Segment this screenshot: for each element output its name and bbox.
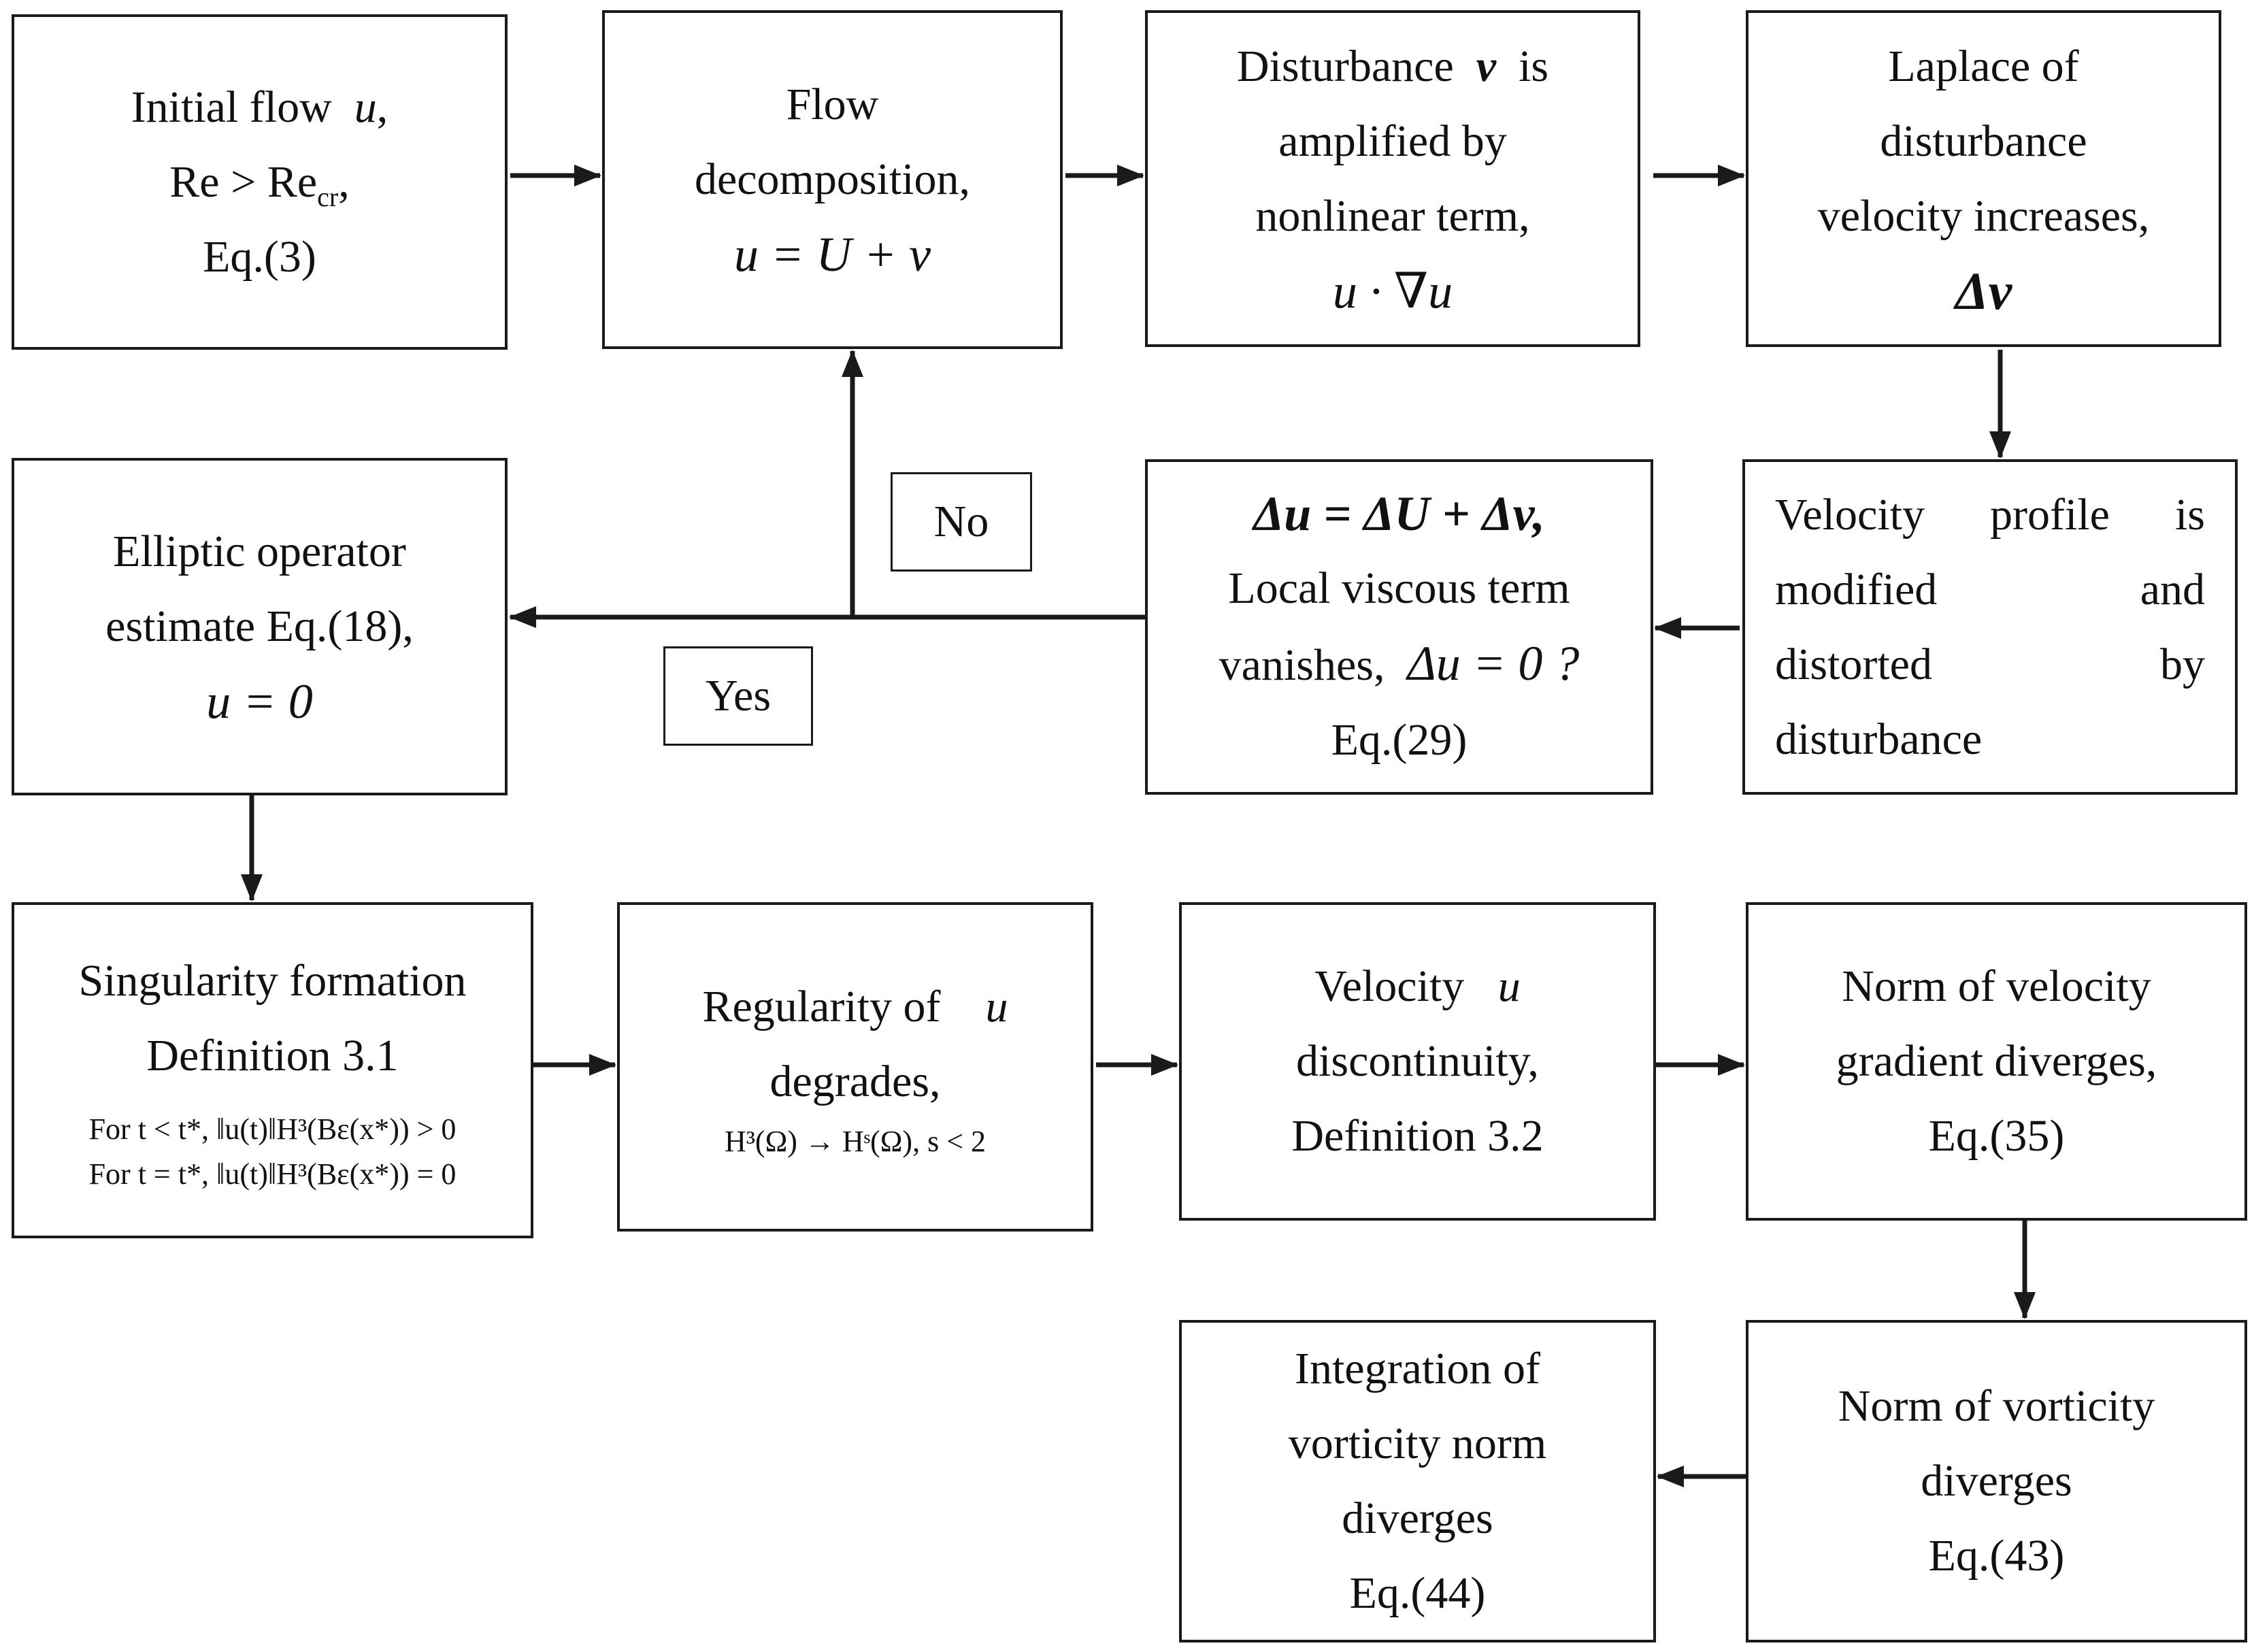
velocity-profile-l3: distorted by xyxy=(1775,639,2205,689)
singularity-l2: Definition 3.1 xyxy=(146,1031,399,1080)
local-viscous-eqref: Eq.(29) xyxy=(1331,715,1468,765)
regularity-text: Regularity of xyxy=(702,982,941,1031)
disturbance-l2: amplified by xyxy=(1278,116,1507,166)
flow-decomp-eq: u = U + v xyxy=(733,227,931,282)
vorticity-integration-l1: Integration of xyxy=(1294,1344,1541,1393)
box-initial-flow: Initial flow u, Re > Recr, Eq.(3) xyxy=(12,14,508,350)
singularity-cond1: For t < t*, ‖u(t)‖H³(Bε(x*)) > 0 xyxy=(88,1112,457,1146)
box-laplace: Laplace of disturbance velocity increase… xyxy=(1746,10,2221,347)
discontinuity-l3: Definition 3.2 xyxy=(1291,1111,1544,1161)
box-gradient-norm: Norm of velocity gradient diverges, Eq.(… xyxy=(1746,902,2247,1221)
box-singularity: Singularity formation Definition 3.1 For… xyxy=(12,902,533,1238)
elliptic-eq: u = 0 xyxy=(206,674,313,729)
initial-flow-text: Initial flow xyxy=(131,82,332,132)
local-viscous-vanishes: vanishes, xyxy=(1219,640,1385,690)
elliptic-l1: Elliptic operator xyxy=(113,527,406,576)
regularity-eq: H³(Ω) → Hˢ(Ω), s < 2 xyxy=(724,1125,987,1158)
discontinuity-var: u xyxy=(1497,961,1521,1011)
label-yes: Yes xyxy=(663,646,813,746)
disturbance-eq: u · ∇u xyxy=(1332,263,1453,318)
vorticity-integration-l3: diverges xyxy=(1342,1493,1493,1543)
gradient-norm-l2: gradient diverges, xyxy=(1836,1036,2157,1086)
elliptic-l2: estimate Eq.(18), xyxy=(105,601,414,651)
initial-flow-comma: , xyxy=(376,82,388,132)
discontinuity-text: Velocity xyxy=(1314,961,1465,1011)
box-local-viscous: Δu = ΔU + Δv, Local viscous term vanishe… xyxy=(1145,459,1653,795)
disturbance-is: is xyxy=(1519,41,1549,91)
box-discontinuity: Velocity u discontinuity, Definition 3.2 xyxy=(1179,902,1656,1221)
laplace-l3: velocity increases, xyxy=(1817,191,2150,241)
box-elliptic: Elliptic operator estimate Eq.(18), u = … xyxy=(12,458,508,795)
discontinuity-l2: discontinuity, xyxy=(1296,1036,1539,1086)
gradient-norm-l1: Norm of velocity xyxy=(1842,961,2151,1011)
velocity-profile-l2: modified and xyxy=(1775,564,2205,614)
vorticity-norm-l2: diverges xyxy=(1921,1456,2072,1506)
initial-flow-var: u xyxy=(354,82,377,132)
label-yes-text: Yes xyxy=(705,671,772,721)
vorticity-integration-l2: vorticity norm xyxy=(1288,1419,1547,1468)
label-no-text: No xyxy=(933,497,989,546)
box-velocity-profile: Velocity profile is modified and distort… xyxy=(1742,459,2238,795)
flow-decomp-l2: decomposition, xyxy=(694,154,971,204)
reynolds-sub: cr xyxy=(317,181,339,212)
regularity-var: u xyxy=(985,982,1008,1031)
reynolds-cond: Re > Re xyxy=(169,156,318,207)
flow-decomp-l1: Flow xyxy=(786,80,879,129)
vorticity-norm-l1: Norm of vorticity xyxy=(1838,1381,2155,1431)
box-flow-decomposition: Flow decomposition, u = U + v xyxy=(602,10,1063,349)
singularity-l1: Singularity formation xyxy=(78,956,467,1006)
velocity-profile-l1: Velocity profile is xyxy=(1775,489,2205,540)
disturbance-l3: nonlinear term, xyxy=(1255,191,1530,241)
box-vorticity-norm: Norm of vorticity diverges Eq.(43) xyxy=(1746,1320,2247,1642)
laplace-l1: Laplace of xyxy=(1888,41,2079,91)
reynolds-comma: , xyxy=(338,156,350,207)
laplace-eq: Δv xyxy=(1955,261,2012,320)
box-vorticity-integration: Integration of vorticity norm diverges E… xyxy=(1179,1320,1656,1642)
gradient-norm-l3: Eq.(35) xyxy=(1928,1111,2065,1161)
vorticity-norm-l3: Eq.(43) xyxy=(1928,1531,2065,1581)
local-viscous-eq1: Δu = ΔU + Δv, xyxy=(1253,486,1545,541)
disturbance-text: Disturbance xyxy=(1236,41,1454,91)
initial-flow-eq: Eq.(3) xyxy=(203,231,316,282)
vorticity-integration-l4: Eq.(44) xyxy=(1349,1568,1486,1618)
disturbance-var: v xyxy=(1476,41,1497,91)
box-disturbance: Disturbance v is amplified by nonlinear … xyxy=(1145,10,1640,347)
box-regularity: Regularity of u degrades, H³(Ω) → Hˢ(Ω),… xyxy=(617,902,1093,1232)
local-viscous-eq2: Δu = 0 ? xyxy=(1407,636,1580,691)
singularity-cond2: For t = t*, ‖u(t)‖H³(Bε(x*)) = 0 xyxy=(88,1157,457,1191)
laplace-l2: disturbance xyxy=(1880,116,2087,166)
local-viscous-l2: Local viscous term xyxy=(1228,563,1570,613)
label-no: No xyxy=(891,472,1032,572)
regularity-l2: degrades, xyxy=(769,1057,941,1106)
velocity-profile-l4: disturbance xyxy=(1775,714,1983,764)
